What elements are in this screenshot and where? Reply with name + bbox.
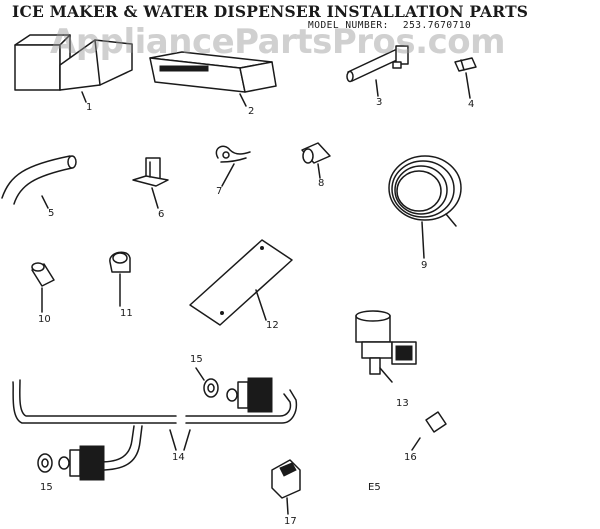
part-16-connector — [411, 411, 447, 451]
part-label-5: 5 — [48, 208, 55, 219]
part-4-clip — [454, 57, 477, 72]
part-5-curved-tube — [1, 155, 77, 205]
part-7-clamp — [215, 145, 251, 163]
part-label-7: 7 — [216, 186, 223, 197]
part-15-fitting-lower — [37, 445, 105, 481]
part-label-15-lower: 15 — [40, 482, 53, 493]
part-11-clamp — [109, 251, 131, 307]
part-label-6: 6 — [158, 209, 165, 220]
part-label-12: 12 — [266, 320, 279, 331]
part-label-11: 11 — [120, 308, 133, 319]
part-label-4: 4 — [468, 99, 475, 110]
part-2-tray — [149, 51, 277, 93]
part-10-sleeve — [31, 262, 55, 287]
model-number: 253.7670710 — [402, 20, 472, 31]
part-label-14: 14 — [172, 452, 185, 463]
part-label-3: 3 — [376, 97, 383, 108]
part-label-17: 17 — [284, 516, 297, 527]
part-6-bracket — [132, 157, 169, 187]
part-1-bracket — [14, 34, 133, 91]
section-code: E5 — [368, 482, 381, 493]
part-label-13: 13 — [396, 398, 409, 409]
part-9-coil — [388, 155, 462, 227]
model-label: MODEL NUMBER: — [308, 20, 389, 31]
part-15-fitting-upper — [195, 367, 273, 413]
part-label-2: 2 — [248, 106, 255, 117]
part-17-bracket — [271, 459, 301, 515]
part-3-tube — [346, 45, 409, 83]
leader-lines — [41, 72, 471, 321]
part-label-9: 9 — [421, 260, 428, 271]
part-label-8: 8 — [318, 178, 325, 189]
part-8-sleeve — [301, 142, 331, 164]
part-label-1: 1 — [86, 102, 93, 113]
diagram-title: ICE MAKER & WATER DISPENSER INSTALLATION… — [12, 2, 529, 21]
part-12-plate — [189, 239, 293, 326]
part-14-tubing — [12, 379, 298, 471]
part-label-16: 16 — [404, 452, 417, 463]
part-label-10: 10 — [38, 314, 51, 325]
part-label-15-upper: 15 — [190, 354, 203, 365]
model-number-row: MODEL NUMBER: 253.7670710 — [308, 20, 485, 31]
part-13-water-valve — [355, 310, 417, 383]
